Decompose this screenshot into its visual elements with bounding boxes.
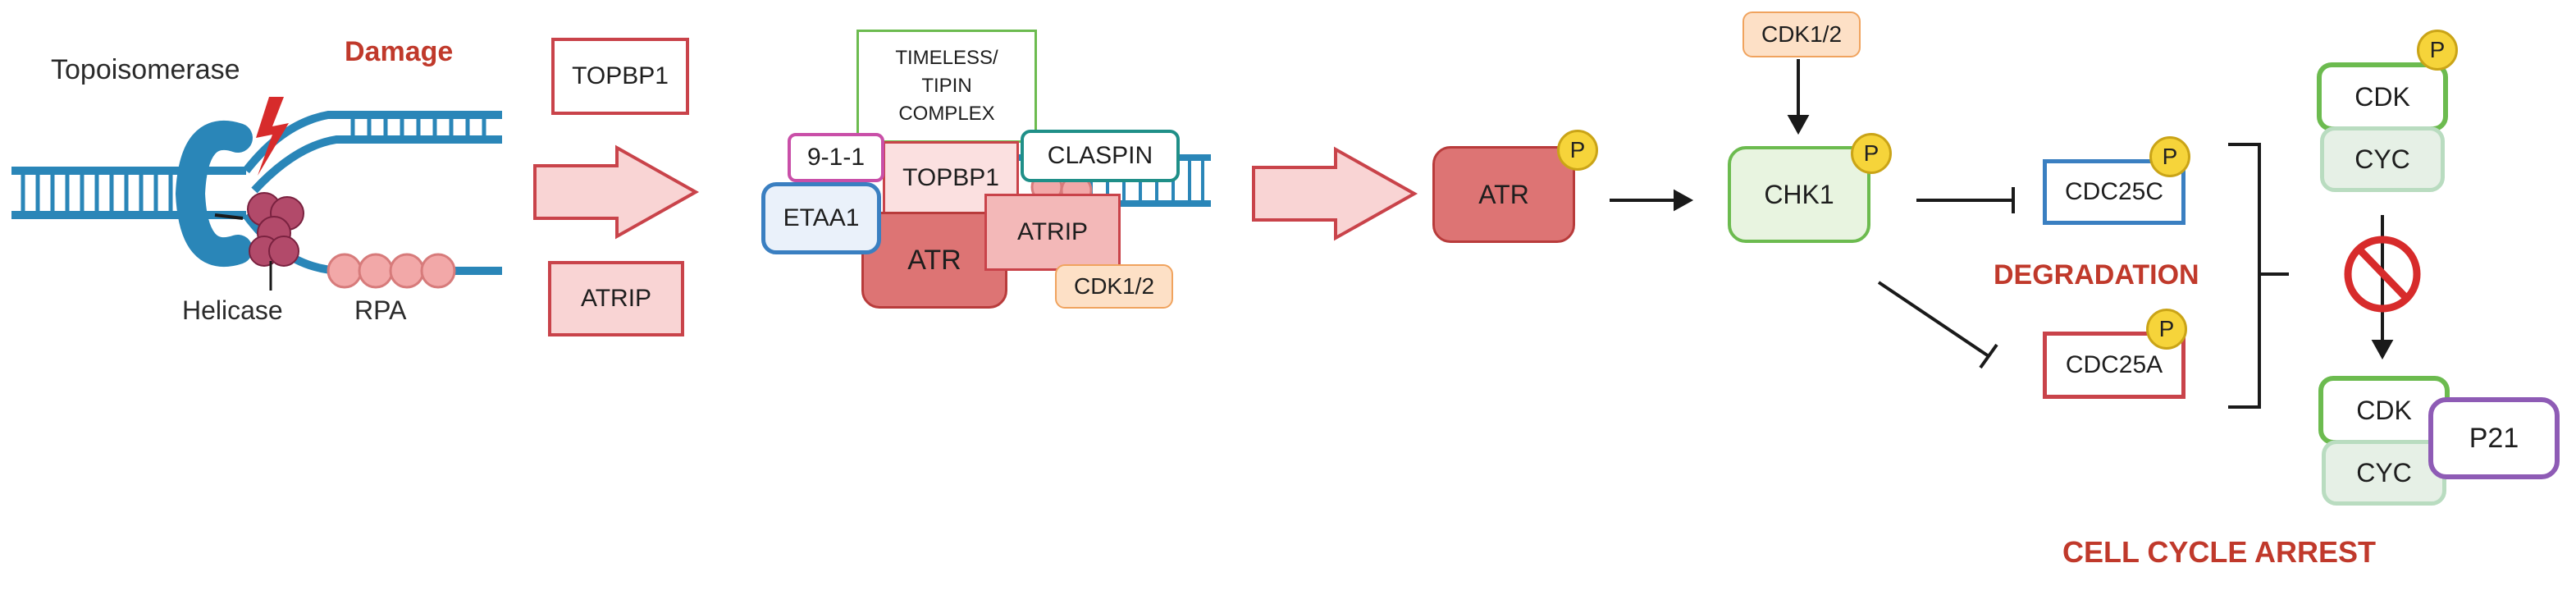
process-arrow-2: [1252, 146, 1418, 241]
cdc25a-phospho-badge: P: [2146, 309, 2187, 350]
timeless-line-1: TIMELESS/: [895, 47, 998, 69]
cdk-top-box: CDK: [2317, 62, 2448, 131]
cell-cycle-arrest-label: CELL CYCLE ARREST: [2062, 535, 2377, 569]
topoisomerase-shape: [175, 120, 253, 268]
cdk-bottom-box: CDK: [2318, 376, 2450, 445]
cyc-top-box: CYC: [2320, 126, 2445, 192]
process-arrow-1: [533, 144, 700, 240]
cdk12-top-box: CDK1/2: [1742, 11, 1861, 57]
damage-lightning-icon: [256, 97, 289, 176]
helicase-label: Helicase: [182, 295, 283, 325]
degradation-label: DEGRADATION: [1994, 259, 2199, 291]
atr-complex-box: ATR: [861, 212, 1007, 309]
helicase-shape: [247, 192, 304, 267]
dna-duplex-left: [11, 167, 246, 219]
claspin-box: CLASPIN: [1021, 130, 1180, 182]
damage-label: Damage: [345, 36, 454, 67]
chk1-box: CHK1: [1728, 146, 1870, 243]
cdk-phospho-badge: P: [2417, 30, 2458, 71]
dna-fork-upper: [243, 111, 502, 194]
atr-phospho-badge: P: [1557, 130, 1598, 171]
timeless-tipin-complex: TIMELESS/ TIPIN COMPLEX: [856, 30, 1037, 143]
p21-box: P21: [2428, 397, 2560, 479]
rpa-beads: [327, 253, 456, 289]
etaa1-box: ETAA1: [761, 182, 881, 254]
timeless-line-2: TIPIN: [921, 75, 972, 97]
nine-one-one-box: 9-1-1: [788, 133, 884, 182]
rpa-label: RPA: [354, 295, 407, 325]
topbp1-box: TOPBP1: [551, 38, 689, 115]
bracket: [2228, 143, 2289, 409]
topoisomerase-label: Topoisomerase: [51, 54, 240, 85]
pathway-arrows: [1610, 59, 2015, 369]
no-sign-icon: [2344, 236, 2421, 313]
atrip-box: ATRIP: [548, 261, 684, 336]
cdk12-complex-box: CDK1/2: [1055, 264, 1173, 309]
timeless-line-3: COMPLEX: [898, 103, 995, 125]
cdc25c-box: CDC25C: [2043, 159, 2185, 225]
cyc-bottom-box: CYC: [2322, 440, 2446, 506]
cdc25c-phospho-badge: P: [2149, 136, 2190, 177]
atrip-complex-box: ATRIP: [984, 194, 1121, 271]
chk1-phospho-badge: P: [1851, 133, 1892, 174]
atr-box: ATR: [1432, 146, 1575, 243]
